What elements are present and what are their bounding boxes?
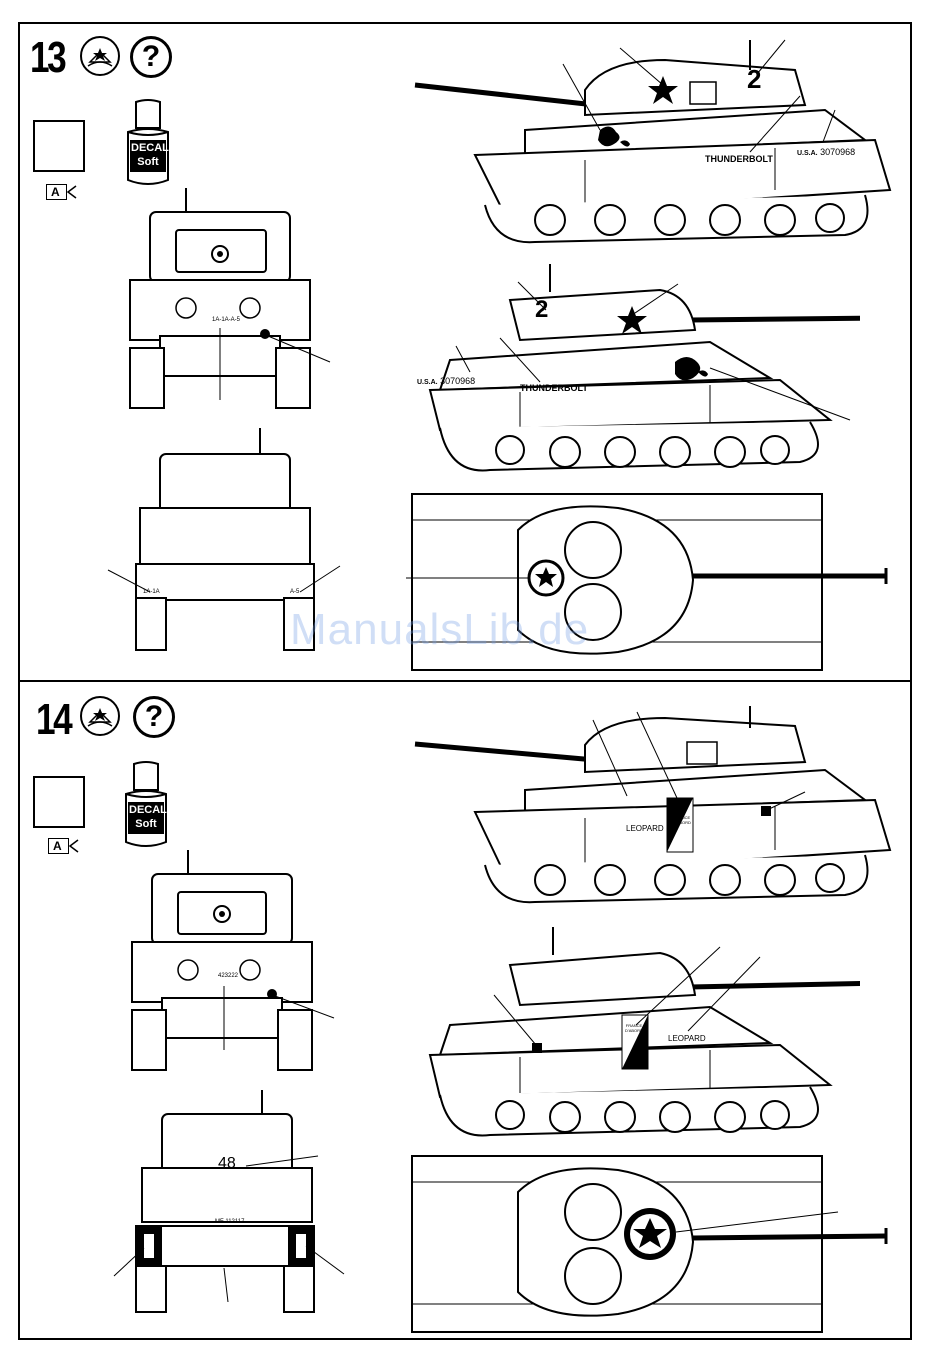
vehicle-name-right: LEOPARD — [626, 824, 664, 833]
paint-code-badge: A — [48, 838, 80, 854]
turret-number-left: 2 — [535, 296, 548, 324]
serial-prefix: U.S.A. — [417, 379, 438, 386]
paint-swatch — [33, 120, 85, 172]
paint-swatch — [33, 776, 85, 828]
rear-number: 48 — [218, 1155, 236, 1173]
tank-front-view: 1A-1A-A-5 — [100, 188, 340, 418]
tank-side-view-right — [405, 30, 905, 250]
decal-soft-bottle: DECAL Soft — [122, 98, 174, 190]
tank-side-view-left — [410, 260, 860, 480]
decal-application-icon — [80, 696, 120, 736]
step-divider — [18, 680, 912, 682]
tank-rear-view — [100, 1090, 350, 1315]
help-icon: ? — [130, 36, 172, 78]
tank-side-view-right — [405, 700, 905, 920]
rear-plate: MF 112117 — [215, 1219, 244, 1225]
serial-right: U.S.A. 3070968 — [797, 147, 855, 157]
serial-number: 3070968 — [440, 376, 475, 386]
vehicle-name-left: THUNDERBOLT — [520, 383, 588, 393]
decal-label-line2: Soft — [131, 156, 165, 168]
decal-label-line1: DECAL — [129, 804, 163, 816]
rear-code-left: 1A-1A — [143, 589, 160, 595]
serial-number: 3070968 — [820, 147, 855, 157]
tank-side-view-left — [410, 925, 860, 1145]
paint-code-badge: A — [46, 184, 78, 200]
decal-application-icon — [80, 36, 120, 76]
flag-line2: D'ABORD — [625, 1028, 643, 1033]
step-number: 13 — [30, 36, 64, 80]
tank-front-view — [100, 850, 340, 1075]
decal-label-line2: Soft — [129, 818, 163, 830]
help-icon: ? — [133, 696, 175, 738]
watermark: ManualsLib.de — [290, 605, 589, 655]
vehicle-name-right: THUNDERBOLT — [705, 154, 773, 164]
decal-label-line1: DECAL — [131, 142, 165, 154]
paint-code-label: A — [53, 839, 83, 853]
tank-top-view — [398, 1152, 898, 1337]
flag-text-left: FRANCE D'ABORD — [622, 1023, 646, 1033]
front-code-text: 1A-1A-A-5 — [212, 317, 241, 323]
step-number: 14 — [36, 698, 70, 742]
rear-code-right: A-5 — [290, 589, 299, 595]
serial-prefix: U.S.A. — [797, 150, 818, 157]
flag-line2: D'ABORD — [673, 820, 691, 825]
flag-text-right: FRANCE D'ABORD — [670, 815, 694, 825]
serial-left: U.S.A. 3070968 — [417, 376, 475, 386]
paint-code-label: A — [51, 185, 81, 199]
decal-soft-bottle: DECAL Soft — [120, 760, 172, 852]
vehicle-name-left: LEOPARD — [668, 1034, 706, 1043]
front-plate: 423222 — [218, 973, 238, 979]
turret-number-right: 2 — [747, 64, 761, 95]
